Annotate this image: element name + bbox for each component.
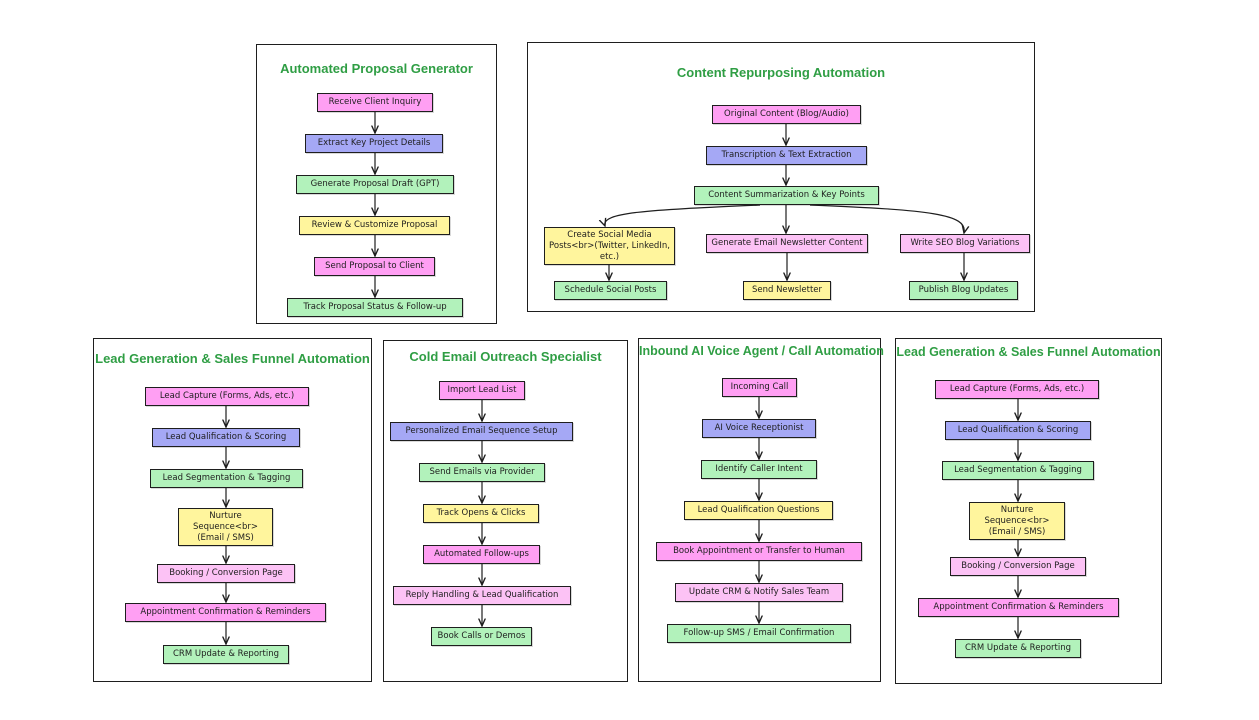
panel-title: Cold Email Outreach Specialist (409, 349, 602, 364)
node-lead-segmentation-tagging[interactable]: Lead Segmentation & Tagging (150, 469, 303, 488)
node-receive-client-inquiry[interactable]: Receive Client Inquiry (317, 93, 433, 112)
panel-title: Inbound AI Voice Agent / Call Automation (639, 344, 884, 358)
node-lead-segmentation-tagging[interactable]: Lead Segmentation & Tagging (942, 461, 1094, 480)
node-booking-conversion-page[interactable]: Booking / Conversion Page (157, 564, 295, 583)
node-review-customize-proposal[interactable]: Review & Customize Proposal (299, 216, 450, 235)
node-appointment-confirmation[interactable]: Appointment Confirmation & Reminders (125, 603, 326, 622)
node-extract-key-project-details[interactable]: Extract Key Project Details (305, 134, 443, 153)
node-publish-blog-updates[interactable]: Publish Blog Updates (909, 281, 1018, 300)
node-import-lead-list[interactable]: Import Lead List (439, 381, 525, 400)
node-create-social-media-posts[interactable]: Create Social Media Posts<br>(Twitter, L… (544, 227, 675, 265)
node-generate-email-newsletter[interactable]: Generate Email Newsletter Content (706, 234, 868, 253)
node-automated-follow-ups[interactable]: Automated Follow-ups (423, 545, 540, 564)
node-book-calls-or-demos[interactable]: Book Calls or Demos (431, 627, 532, 646)
node-personalized-email-sequence[interactable]: Personalized Email Sequence Setup (390, 422, 573, 441)
node-lead-capture[interactable]: Lead Capture (Forms, Ads, etc.) (145, 387, 309, 406)
node-incoming-call[interactable]: Incoming Call (722, 378, 797, 397)
node-book-appointment-or-transfer[interactable]: Book Appointment or Transfer to Human (656, 542, 862, 561)
node-nurture-sequence[interactable]: Nurture Sequence<br>(Email / SMS) (969, 502, 1065, 540)
node-reply-handling[interactable]: Reply Handling & Lead Qualification (393, 586, 571, 605)
node-generate-proposal-draft[interactable]: Generate Proposal Draft (GPT) (296, 175, 454, 194)
node-original-content[interactable]: Original Content (Blog/Audio) (712, 105, 861, 124)
node-send-newsletter[interactable]: Send Newsletter (743, 281, 831, 300)
node-identify-caller-intent[interactable]: Identify Caller Intent (701, 460, 817, 479)
node-lead-qualification-scoring[interactable]: Lead Qualification & Scoring (945, 421, 1091, 440)
node-lead-qualification-questions[interactable]: Lead Qualification Questions (684, 501, 833, 520)
panel-content-repurposing: Content Repurposing Automation (527, 42, 1035, 312)
node-schedule-social-posts[interactable]: Schedule Social Posts (554, 281, 667, 300)
panel-title: Automated Proposal Generator (280, 61, 473, 76)
node-follow-up-sms[interactable]: Follow-up SMS / Email Confirmation (667, 624, 851, 643)
panel-title: Content Repurposing Automation (676, 65, 886, 80)
node-send-emails-via-provider[interactable]: Send Emails via Provider (419, 463, 545, 482)
panel-lead-generation-1: Lead Generation & Sales Funnel Automatio… (93, 338, 372, 682)
node-track-opens-clicks[interactable]: Track Opens & Clicks (423, 504, 539, 523)
node-ai-voice-receptionist[interactable]: AI Voice Receptionist (702, 419, 816, 438)
node-crm-update-reporting[interactable]: CRM Update & Reporting (163, 645, 289, 664)
node-booking-conversion-page[interactable]: Booking / Conversion Page (950, 557, 1086, 576)
node-send-proposal-to-client[interactable]: Send Proposal to Client (314, 257, 435, 276)
node-write-seo-blog-variations[interactable]: Write SEO Blog Variations (900, 234, 1030, 253)
node-update-crm-notify[interactable]: Update CRM & Notify Sales Team (675, 583, 843, 602)
node-lead-qualification-scoring[interactable]: Lead Qualification & Scoring (152, 428, 300, 447)
panel-title: Lead Generation & Sales Funnel Automatio… (95, 351, 370, 366)
node-content-summarization[interactable]: Content Summarization & Key Points (694, 186, 879, 205)
node-track-proposal-status[interactable]: Track Proposal Status & Follow-up (287, 298, 463, 317)
panel-title: Lead Generation & Sales Funnel Automatio… (896, 345, 1161, 359)
node-nurture-sequence[interactable]: Nurture Sequence<br>(Email / SMS) (178, 508, 273, 546)
node-lead-capture[interactable]: Lead Capture (Forms, Ads, etc.) (935, 380, 1099, 399)
node-appointment-confirmation[interactable]: Appointment Confirmation & Reminders (918, 598, 1119, 617)
node-transcription-text-extraction[interactable]: Transcription & Text Extraction (706, 146, 867, 165)
node-crm-update-reporting[interactable]: CRM Update & Reporting (955, 639, 1081, 658)
